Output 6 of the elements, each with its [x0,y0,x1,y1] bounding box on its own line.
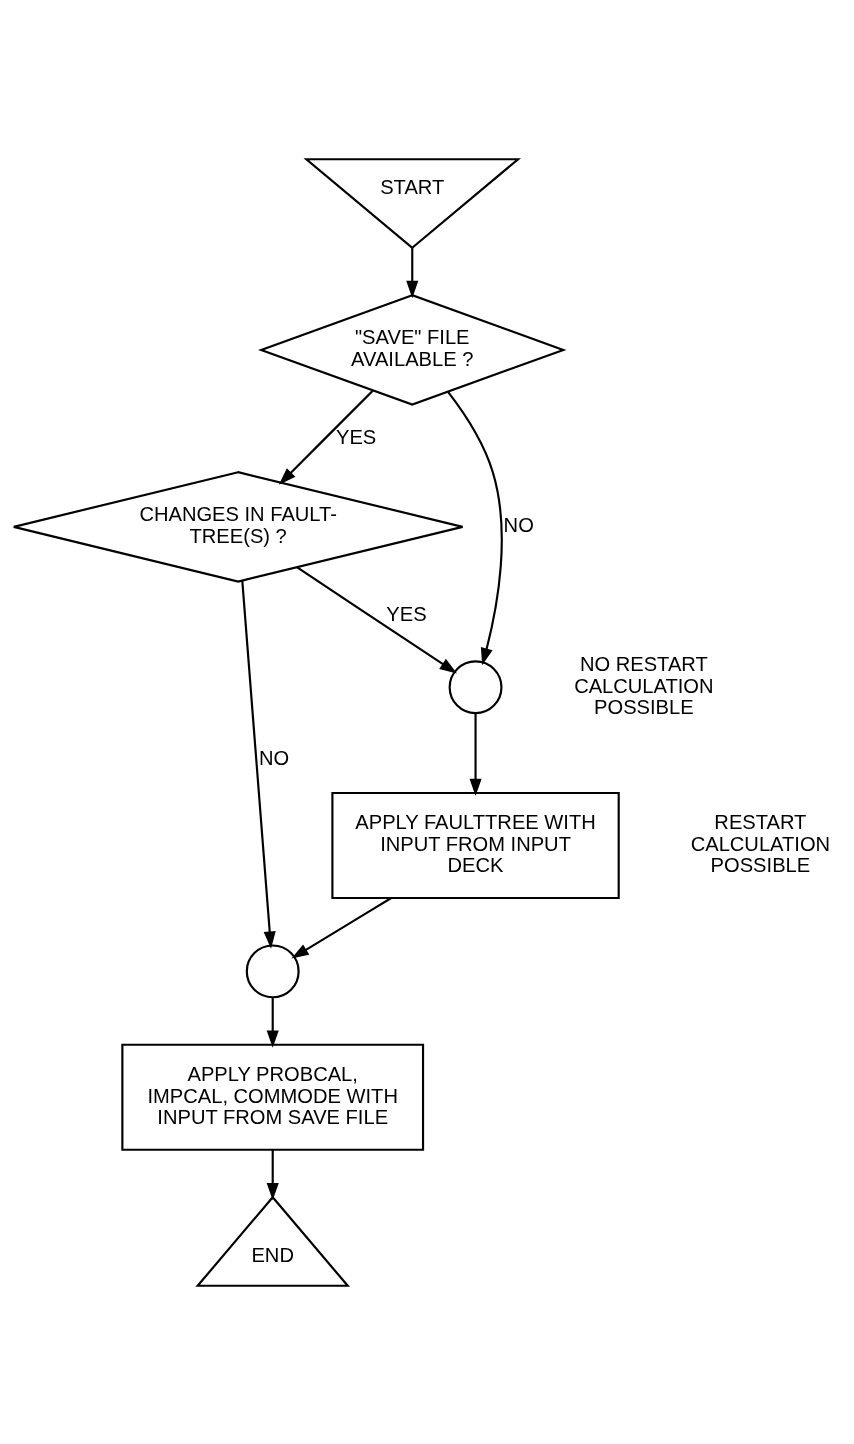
edge-label: NO [503,513,534,536]
edge-label: NO [259,746,290,769]
label: NO RESTART CALCULATION POSSIBLE [574,652,714,718]
label: RESTART CALCULATION POSSIBLE [690,810,831,876]
edge-label: YES [386,602,427,625]
edge-label: YES [336,425,377,448]
